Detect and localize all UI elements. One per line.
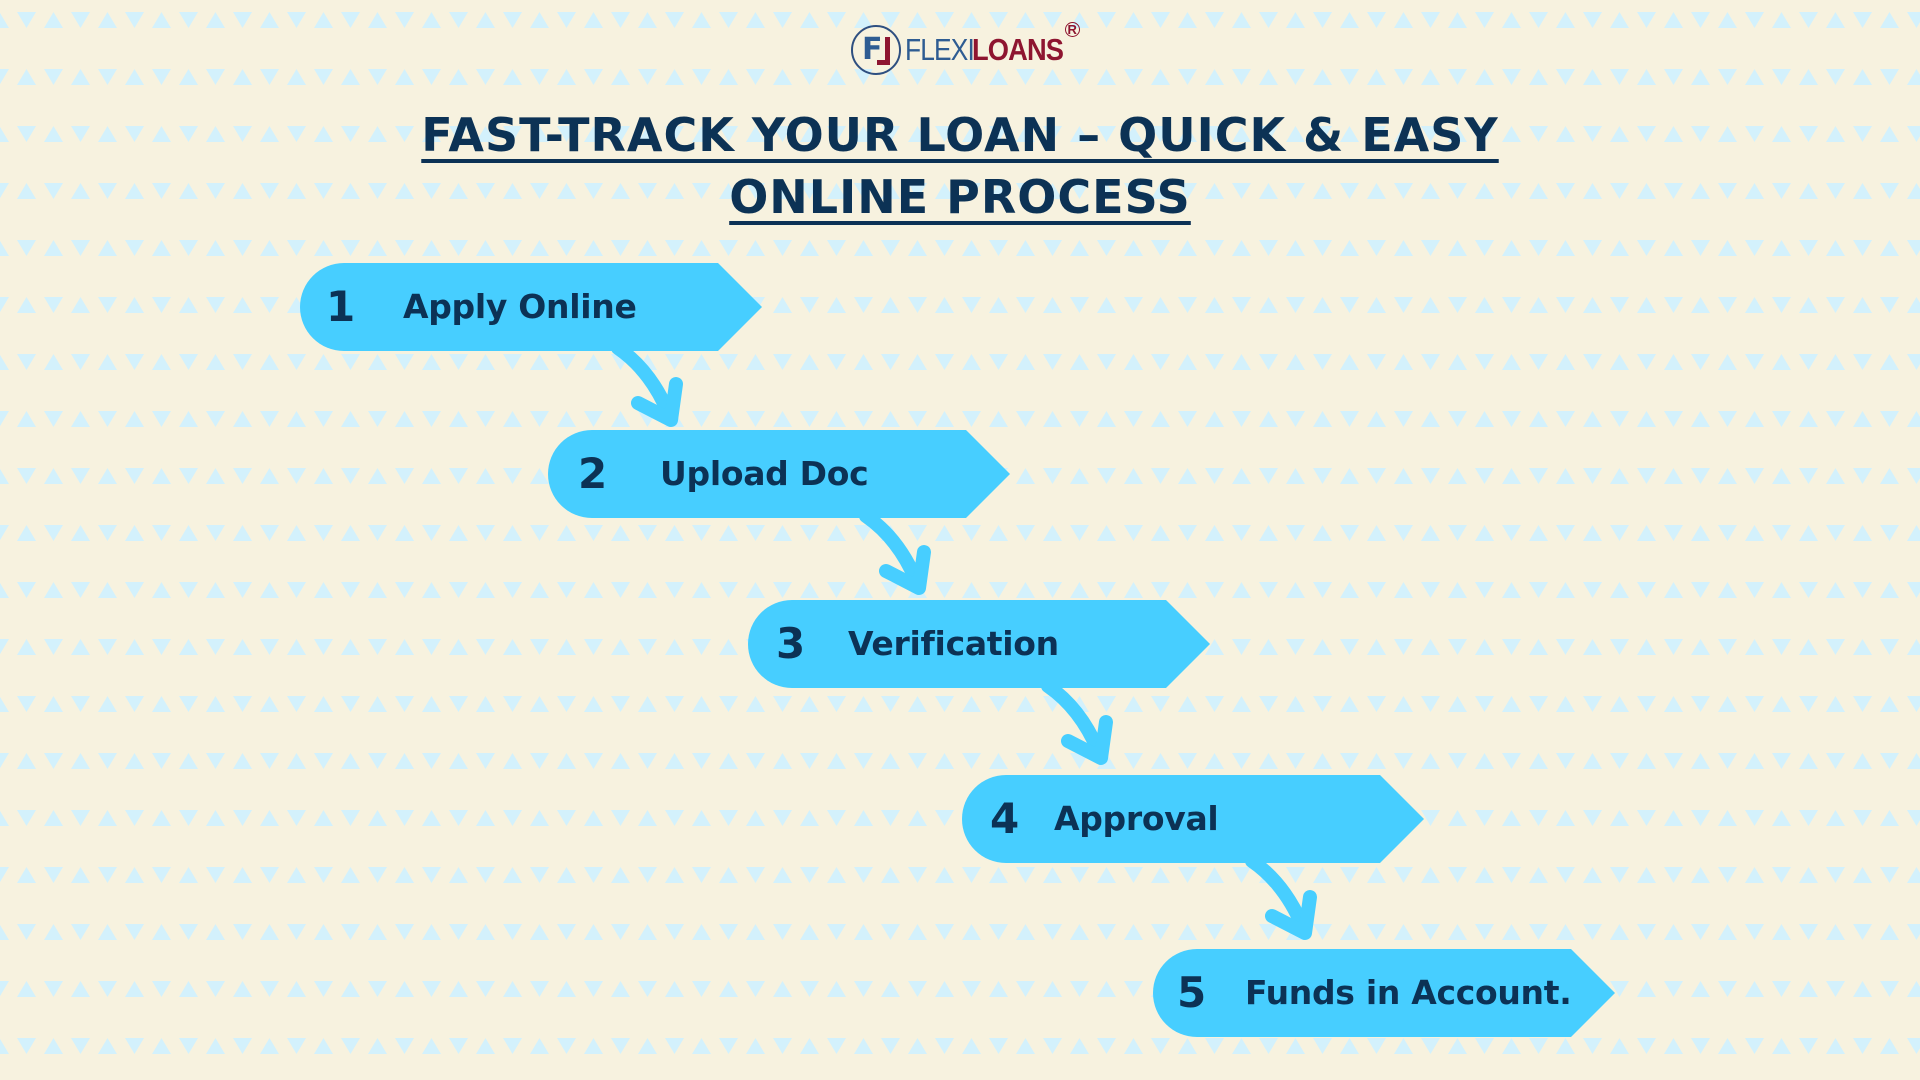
step-number: 2 xyxy=(578,449,608,498)
curved-down-arrow-icon xyxy=(611,341,683,427)
step-number: 1 xyxy=(326,282,356,331)
step-2-upload-doc: 2 Upload Doc xyxy=(548,430,1010,518)
pentagon-arrow-band-icon xyxy=(300,263,762,351)
title-line-2: ONLINE PROCESS xyxy=(729,170,1191,224)
step-number: 3 xyxy=(776,619,806,668)
step-label: Upload Doc xyxy=(660,454,869,493)
step-number: 4 xyxy=(990,794,1020,843)
step-label: Apply Online xyxy=(403,287,637,326)
curved-down-arrow-icon xyxy=(859,509,931,595)
step-label: Verification xyxy=(848,624,1059,663)
pentagon-arrow-band-icon xyxy=(548,430,1010,518)
step-4-approval: 4 Approval xyxy=(962,775,1424,863)
pentagon-arrow-band-icon xyxy=(962,775,1424,863)
step-3-verification: 3 Verification xyxy=(748,600,1210,688)
pentagon-arrow-band-icon xyxy=(748,600,1210,688)
step-1-apply-online: 1 Apply Online xyxy=(300,263,762,351)
step-5-funds-in-account: 5 Funds in Account. xyxy=(1153,949,1615,1037)
step-label: Funds in Account. xyxy=(1245,973,1572,1012)
title-line-1: FAST-TRACK YOUR LOAN – QUICK & EASY xyxy=(421,108,1499,162)
step-label: Approval xyxy=(1054,799,1219,838)
logo-text-flexi: FLEXI xyxy=(905,32,975,67)
step-number: 5 xyxy=(1177,968,1207,1017)
fl-monogram-icon: F xyxy=(851,25,901,75)
curved-down-arrow-icon xyxy=(1245,854,1317,940)
flexiloans-logo: F FLEXI LOANS R xyxy=(851,22,1080,78)
logo-text-loans: LOANS xyxy=(972,32,1064,67)
page-title: FAST-TRACK YOUR LOAN – QUICK & EASY ONLI… xyxy=(0,104,1920,228)
curved-down-arrow-icon xyxy=(1041,679,1113,765)
registered-mark-icon: R xyxy=(1064,22,1080,37)
pentagon-arrow-band-icon xyxy=(1153,949,1615,1037)
